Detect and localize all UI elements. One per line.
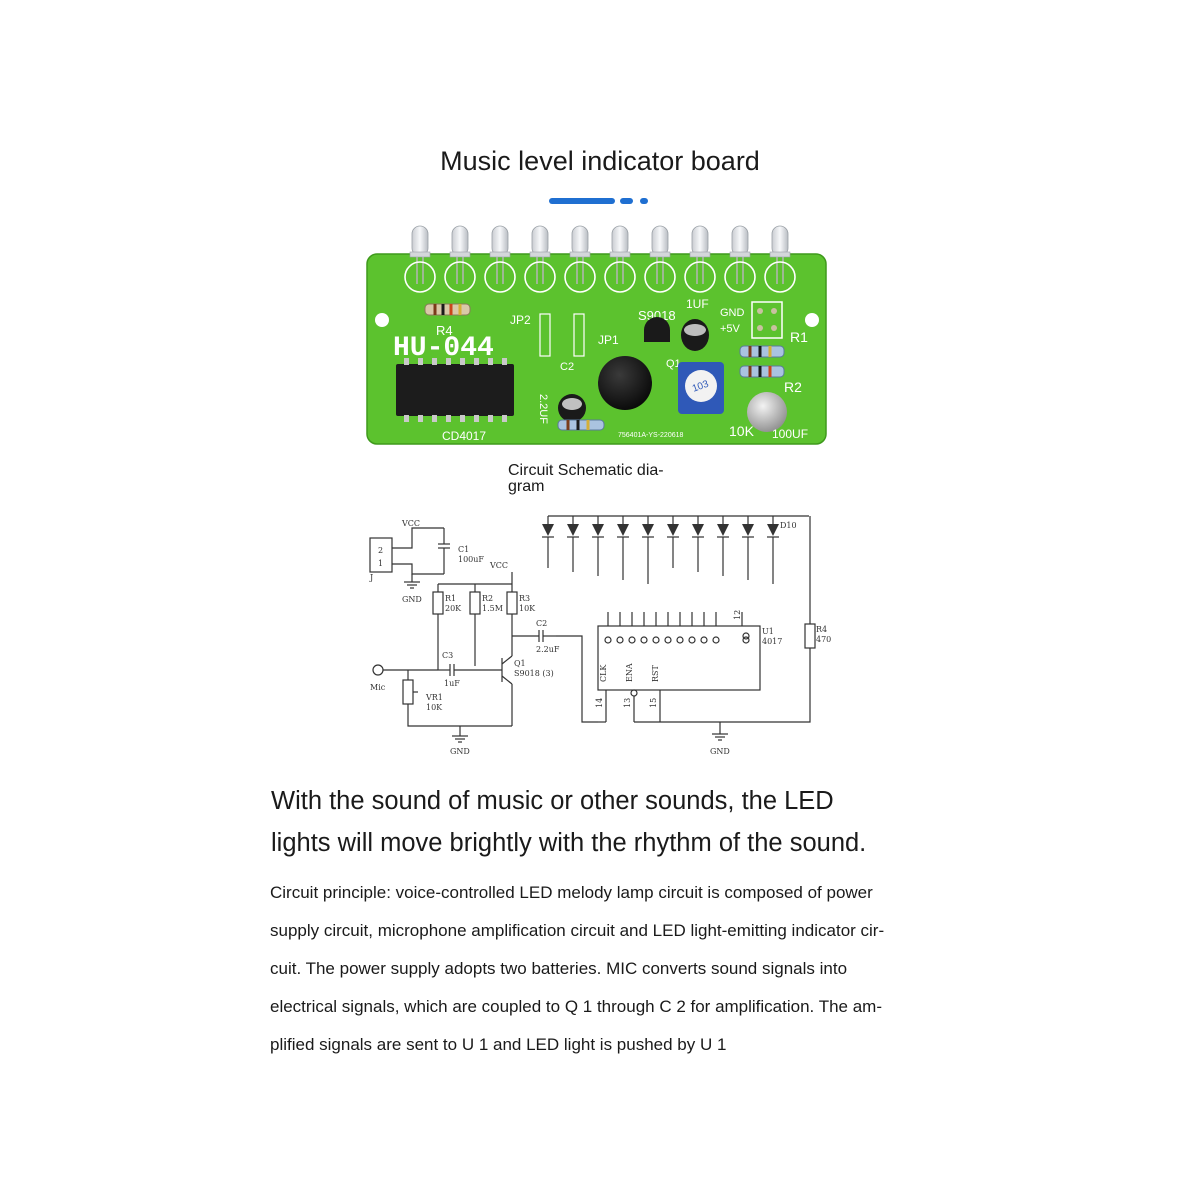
circuit-principle-paragraph: Circuit principle: voice-controlled LED … xyxy=(270,874,930,1064)
svg-text:R2: R2 xyxy=(482,594,493,603)
svg-text:VR1: VR1 xyxy=(425,693,443,702)
svg-text:GND: GND xyxy=(450,747,470,756)
svg-text:1: 1 xyxy=(378,559,383,568)
svg-text:VCC: VCC xyxy=(401,519,420,528)
headline-line-2: lights will move brightly with the rhyth… xyxy=(271,829,867,857)
svg-text:2.2UF: 2.2UF xyxy=(537,394,549,424)
svg-text:JP1: JP1 xyxy=(598,333,619,347)
svg-text:R2: R2 xyxy=(784,379,802,395)
svg-text:756401A-YS-220618: 756401A-YS-220618 xyxy=(618,432,683,439)
svg-text:C3: C3 xyxy=(442,651,453,660)
svg-text:S9018: S9018 xyxy=(638,308,676,323)
svg-text:+5V: +5V xyxy=(720,323,741,335)
svg-text:10K: 10K xyxy=(519,604,536,613)
svg-text:470: 470 xyxy=(816,635,831,644)
svg-text:1uF: 1uF xyxy=(444,679,460,688)
svg-text:C1: C1 xyxy=(458,545,469,554)
svg-text:S9018 (3): S9018 (3) xyxy=(514,669,554,678)
svg-text:20K: 20K xyxy=(445,604,462,613)
principle-line-2: supply circuit, microphone amplification… xyxy=(270,921,885,940)
svg-text:100uF: 100uF xyxy=(458,555,484,564)
svg-text:C2: C2 xyxy=(536,619,547,628)
svg-text:R4: R4 xyxy=(816,625,827,634)
svg-text:GND: GND xyxy=(710,747,730,756)
svg-text:15: 15 xyxy=(649,698,658,708)
svg-text:Q1: Q1 xyxy=(514,659,526,668)
svg-text:100UF: 100UF xyxy=(772,427,808,441)
principle-line-5: plified signals are sent to U 1 and LED … xyxy=(270,1035,727,1054)
svg-text:R1: R1 xyxy=(790,329,808,345)
svg-text:U1: U1 xyxy=(762,627,774,636)
svg-text:RST: RST xyxy=(651,664,660,682)
svg-text:1.5M: 1.5M xyxy=(482,604,503,613)
svg-text:GND: GND xyxy=(402,595,422,604)
svg-text:14: 14 xyxy=(595,698,604,708)
svg-text:CLK: CLK xyxy=(599,664,608,682)
svg-text:GND: GND xyxy=(720,307,745,319)
underline-bar-long xyxy=(549,198,615,204)
circuit-schematic: 2 1 J VCC C1 100uF GND VCC R1 20K R2 1.5… xyxy=(369,515,831,756)
svg-text:2.2uF: 2.2uF xyxy=(536,645,560,654)
headline-line-1: With the sound of music or other sounds,… xyxy=(271,787,834,815)
svg-text:C2: C2 xyxy=(560,361,574,373)
underline-dot xyxy=(640,198,648,204)
svg-text:J: J xyxy=(369,573,373,582)
underline-bar-short xyxy=(620,198,633,204)
pcb-board-photo: R4 HU-044 JP2 JP1 S9018 1UF Q1 GND +5V R… xyxy=(366,225,827,445)
svg-text:10K: 10K xyxy=(426,703,443,712)
headline-paragraph: With the sound of music or other sounds,… xyxy=(271,780,931,864)
svg-text:VCC: VCC xyxy=(489,561,508,570)
svg-text:R3: R3 xyxy=(519,594,530,603)
svg-text:4017: 4017 xyxy=(762,637,782,646)
board-chip-label: CD4017 xyxy=(442,429,486,443)
svg-text:R4: R4 xyxy=(436,323,453,338)
schematic-caption: Circuit Schematic dia- gram xyxy=(508,463,698,495)
principle-line-3: cuit. The power supply adopts two batter… xyxy=(270,959,848,978)
svg-text:2: 2 xyxy=(378,546,383,555)
principle-line-1: Circuit principle: voice-controlled LED … xyxy=(270,883,873,902)
svg-text:Q1: Q1 xyxy=(666,358,681,370)
svg-text:1UF: 1UF xyxy=(686,297,709,311)
svg-text:Mic: Mic xyxy=(370,683,386,692)
svg-text:R1: R1 xyxy=(445,594,456,603)
caption-line-2: gram xyxy=(508,478,545,495)
page-title: Music level indicator board xyxy=(440,146,760,176)
svg-text:13: 13 xyxy=(623,698,632,708)
svg-text:D10: D10 xyxy=(780,521,797,530)
principle-line-4: electrical signals, which are coupled to… xyxy=(270,997,882,1016)
caption-line-1: Circuit Schematic dia- xyxy=(508,462,664,479)
svg-text:ENA: ENA xyxy=(625,663,634,682)
svg-text:JP2: JP2 xyxy=(510,313,531,327)
svg-text:10K: 10K xyxy=(729,423,755,439)
svg-text:12: 12 xyxy=(733,610,742,620)
